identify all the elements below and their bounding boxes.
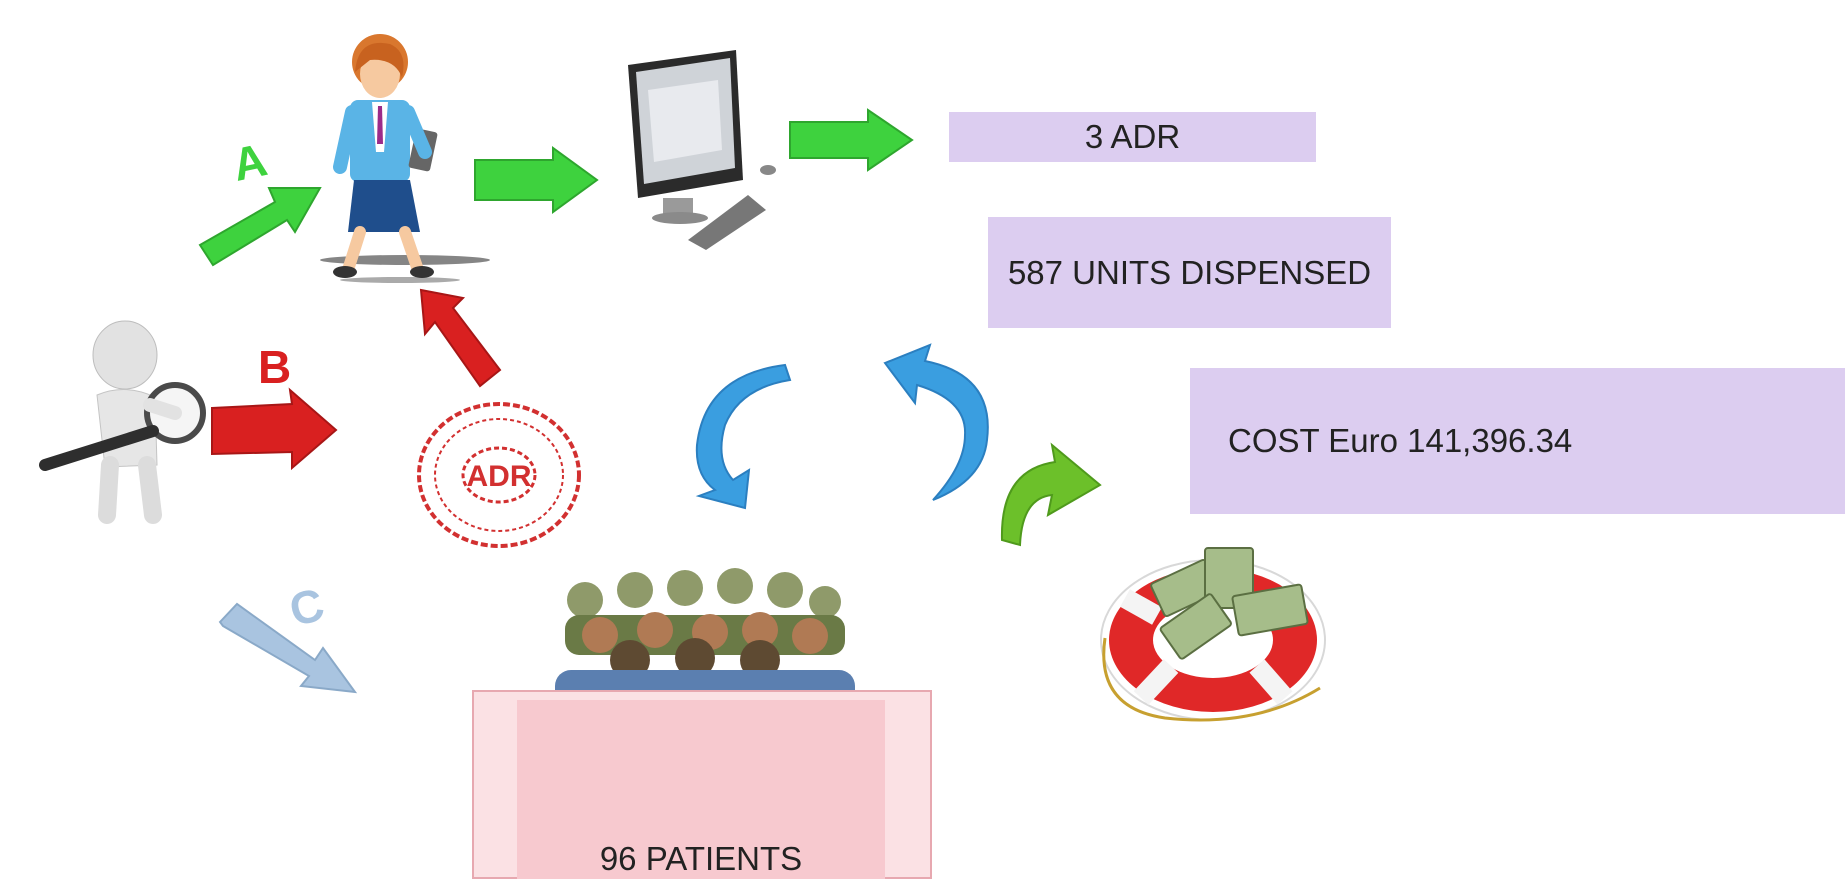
light-blue-arrow-icon: [218, 602, 358, 694]
green-arrow-icon: [198, 187, 322, 267]
green-arrow-icon: [474, 146, 599, 214]
cost-box: COST Euro 141,396.34: [1190, 368, 1845, 514]
green-curved-arrow-icon: [1000, 442, 1102, 547]
computer-icon: [628, 50, 776, 250]
red-arrow-icon: [211, 387, 338, 471]
blue-curved-arrow-right-icon: [883, 343, 989, 501]
path-b-letter: B: [258, 341, 292, 393]
green-arrow-icon: [789, 108, 914, 172]
blue-curved-arrow-left-icon: [695, 363, 792, 510]
stamp-label: ADR: [467, 460, 532, 493]
red-arrow-up-icon: [419, 288, 502, 388]
patients-group-icon: [555, 568, 855, 710]
magnifier-person-icon: [39, 320, 206, 524]
businesswoman-icon: [320, 34, 490, 283]
adr-count-box: 3 ADR: [949, 112, 1316, 162]
adr-stamp-icon: ADR: [417, 402, 581, 548]
patients-box: 96 PATIENTS: [517, 700, 885, 879]
units-dispensed-box: 587 UNITS DISPENSED: [988, 217, 1391, 328]
money-lifebuoy-icon: [1100, 547, 1326, 722]
